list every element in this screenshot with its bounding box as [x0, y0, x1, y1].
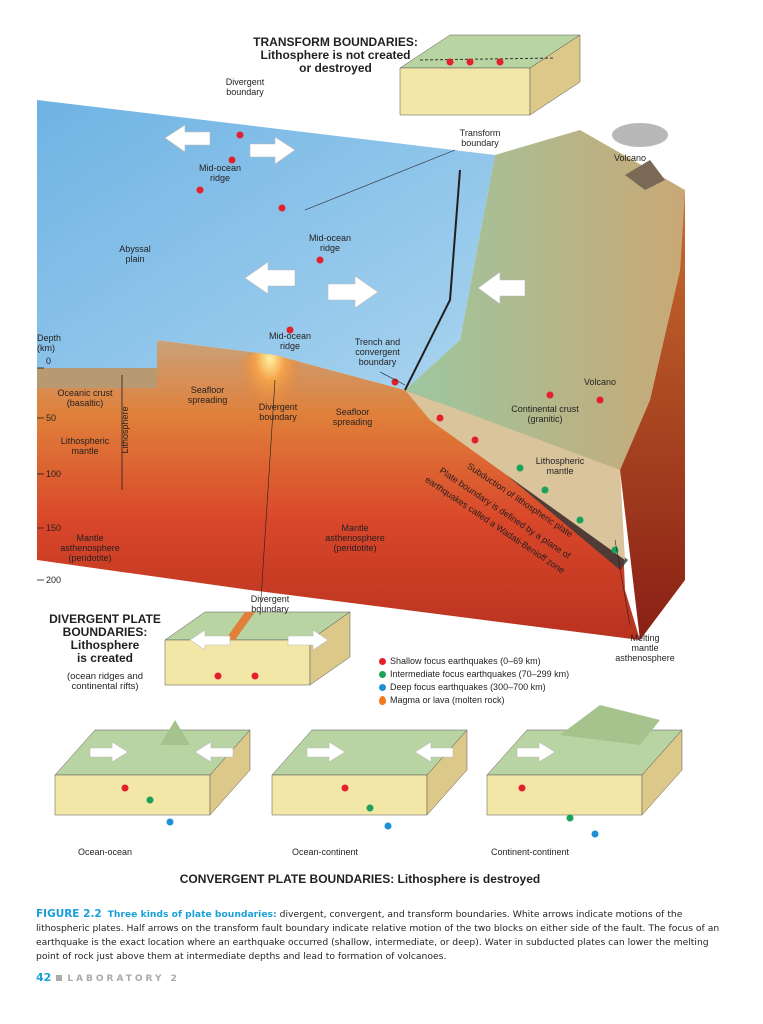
continental-crust-section — [405, 390, 625, 560]
label-divergent-boundary-mid: Divergent boundary — [258, 402, 298, 422]
label-depth: Depth (km) — [37, 333, 62, 353]
page-number: 42 — [36, 971, 52, 984]
label-lithospheric-mantle-right: Lithospheric mantle — [535, 456, 585, 476]
label-lithospheric-mantle-left: Lithospheric mantle — [60, 436, 110, 456]
arrow-right-icon — [327, 275, 379, 309]
transform-inset — [399, 34, 581, 116]
arrow-left-icon — [477, 271, 526, 305]
trench-line — [404, 169, 461, 391]
arrow-left-icon — [164, 124, 211, 153]
label-seafloor-spreading-left: Seafloor spreading — [187, 385, 228, 405]
oceanic-crust-band — [37, 368, 157, 388]
divergent-title: DIVERGENT PLATE BOUNDARIES: Lithosphere … — [49, 612, 161, 665]
label-mid-ocean-ridge-1: Mid-ocean ridge — [198, 163, 242, 183]
arrow-left-icon — [244, 261, 296, 295]
arrow-right-icon — [516, 741, 556, 763]
continent-surface — [405, 130, 685, 470]
legend-item: Deep focus earthquakes (300–700 km) — [379, 681, 569, 694]
label-melting: Melting mantle asthenosphere — [615, 633, 675, 663]
legend-label: Intermediate focus earthquakes (70–299 k… — [390, 669, 570, 679]
shallow-quake-icon — [379, 658, 386, 665]
divergent-subtitle: (ocean ridges and continental rifts) — [66, 671, 144, 692]
label-trench: Trench and convergent boundary — [354, 337, 401, 367]
intermediate-quake-icon — [379, 671, 386, 678]
arrow-right-icon — [89, 741, 129, 763]
label-continent-continent: Continent-continent — [490, 847, 570, 857]
arrow-right-icon — [249, 136, 296, 165]
label-lithosphere-vertical: Lithosphere — [120, 406, 130, 454]
magma-plume — [240, 350, 300, 440]
label-divergent-boundary-bottom: Divergent boundary — [250, 594, 290, 614]
label-volcano-top: Volcano — [613, 153, 647, 163]
legend-label: Shallow focus earthquakes (0–69 km) — [390, 656, 541, 666]
depth-tick-100: 100 — [46, 469, 62, 479]
legend-label: Magma or lava (molten rock) — [390, 695, 505, 705]
deep-quake-icon — [379, 684, 386, 691]
depth-tick-150: 150 — [46, 523, 62, 533]
continent-continent-inset — [486, 705, 683, 816]
legend-item: Magma or lava (molten rock) — [379, 694, 569, 707]
arrow-right-icon — [306, 741, 346, 763]
label-ocean-continent: Ocean-continent — [291, 847, 359, 857]
depth-tick-0: 0 — [46, 356, 52, 366]
label-seafloor-spreading-right: Seafloor spreading — [332, 407, 373, 427]
label-mid-ocean-ridge-2: Mid-ocean ridge — [308, 233, 352, 253]
convergent-title: CONVERGENT PLATE BOUNDARIES: Lithosphere… — [179, 872, 541, 886]
ocean-continent-inset — [271, 729, 468, 816]
separator-icon — [56, 975, 63, 981]
label-transform-boundary: Transform boundary — [459, 128, 501, 148]
volcano-smoke — [612, 123, 668, 147]
arrow-left-icon — [189, 629, 231, 651]
legend-label: Deep focus earthquakes (300–700 km) — [390, 682, 546, 692]
divergent-inset — [164, 611, 351, 686]
label-mantle-right: Mantle asthenosphere (peridotite) — [325, 523, 385, 553]
page-footer: 42 LABORATORY 2 — [36, 971, 180, 984]
volcano-peak — [625, 160, 665, 190]
caption-figure-number: FIGURE 2.2 — [36, 908, 102, 920]
mantle-cross-section — [37, 340, 640, 640]
block-right-side — [620, 190, 685, 640]
arrow-right-icon — [287, 629, 329, 651]
ocean-ocean-inset — [54, 720, 251, 816]
label-abyssal-plain: Abyssal plain — [119, 244, 151, 264]
legend-item: Intermediate focus earthquakes (70–299 k… — [379, 668, 569, 681]
arrow-left-icon — [414, 741, 454, 763]
depth-tick-200: 200 — [46, 575, 62, 585]
motion-arrows — [89, 124, 556, 763]
label-volcano-mid: Volcano — [583, 377, 617, 387]
legend: Shallow focus earthquakes (0–69 km) Inte… — [379, 655, 569, 707]
depth-tick-50: 50 — [46, 413, 57, 423]
label-mantle-left: Mantle asthenosphere (peridotite) — [60, 533, 120, 563]
depth-scale — [37, 367, 123, 581]
arrow-left-icon — [194, 741, 234, 763]
caption-title: Three kinds of plate boundaries: — [107, 909, 277, 920]
section-number: 2 — [170, 974, 180, 984]
label-divergent-boundary-top: Divergent boundary — [225, 77, 265, 97]
legend-item: Shallow focus earthquakes (0–69 km) — [379, 655, 569, 668]
section-label: LABORATORY — [67, 974, 165, 984]
figure-caption: FIGURE 2.2 Three kinds of plate boundari… — [36, 907, 726, 964]
label-oceanic-crust: Oceanic crust (basaltic) — [57, 388, 113, 408]
transform-title: TRANSFORM BOUNDARIES: Lithosphere is not… — [253, 35, 418, 75]
label-continental-crust: Continental crust (granitic) — [511, 404, 579, 424]
caption-body: divergent, convergent, and transform bou… — [36, 909, 720, 962]
label-mid-ocean-ridge-3: Mid-ocean ridge — [268, 331, 312, 351]
label-ocean-ocean: Ocean-ocean — [77, 847, 133, 857]
leader-lines — [259, 149, 631, 626]
ocean-floor — [37, 100, 495, 390]
magma-drop-icon — [379, 696, 386, 705]
earthquake-dots — [121, 58, 619, 838]
